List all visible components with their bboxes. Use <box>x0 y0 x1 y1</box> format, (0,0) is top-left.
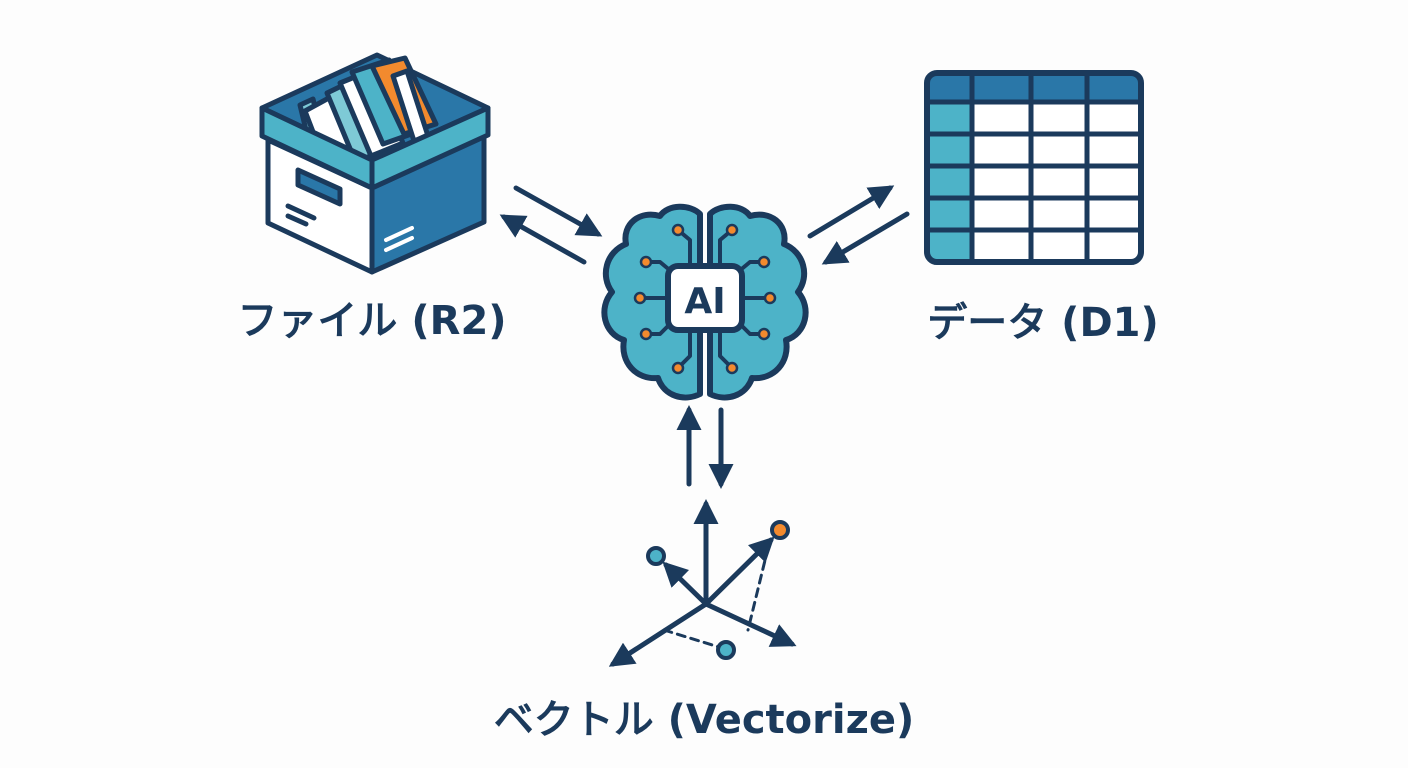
circuit-node <box>671 361 685 375</box>
files-r2-label: ファイル (R2) <box>237 298 507 344</box>
circuit-node <box>725 223 739 237</box>
vector-vectorize-label: ベクトル (Vectorize) <box>493 697 915 743</box>
arrow-data-to-ai <box>821 211 910 265</box>
arrow-files-to-ai <box>513 185 603 237</box>
connection-arrows <box>499 185 910 489</box>
box-handle <box>295 167 343 207</box>
circuit-node <box>633 291 647 305</box>
circuit-node <box>639 327 653 341</box>
vector-point-teal <box>716 640 736 660</box>
circuit-node <box>671 223 685 237</box>
ai-chip <box>665 263 745 333</box>
circuit-node <box>757 327 771 341</box>
table-icon <box>924 70 1144 265</box>
vector-point-orange <box>770 520 790 540</box>
arrow-ai-to-files <box>499 214 587 265</box>
circuit-node <box>757 255 771 269</box>
brain-right-hemisphere <box>707 203 809 401</box>
circuit-node <box>763 291 777 305</box>
vector-axes-icon <box>608 499 797 667</box>
vector-point-teal <box>646 546 666 566</box>
circuit-node <box>725 361 739 375</box>
brain-left-hemisphere <box>601 203 703 401</box>
file-box-icon <box>259 52 491 275</box>
ai-brain-icon: AI <box>601 203 809 401</box>
ai-chip-label: AI <box>684 281 725 322</box>
circuit-node <box>639 255 653 269</box>
data-d1-label: データ (D1) <box>927 300 1159 346</box>
arrow-ai-to-data <box>807 185 895 239</box>
